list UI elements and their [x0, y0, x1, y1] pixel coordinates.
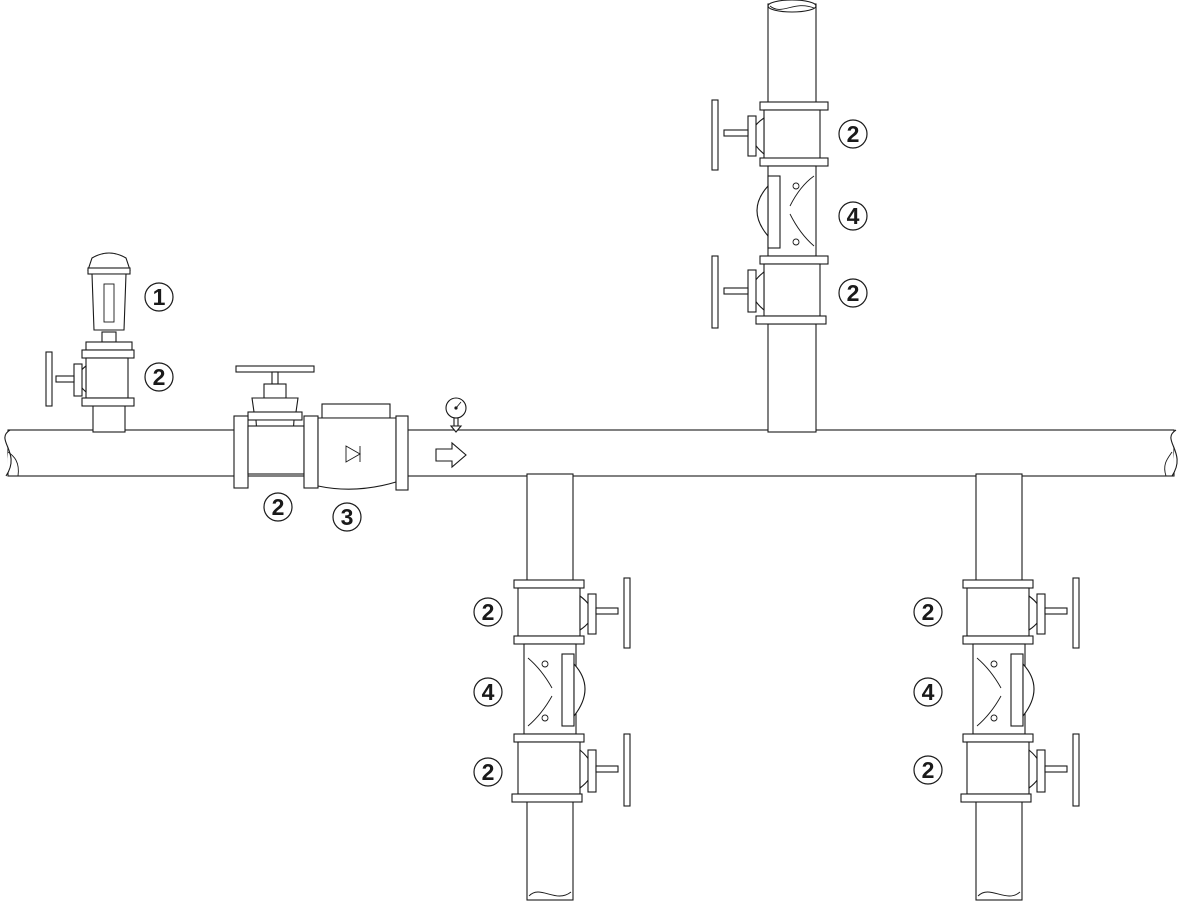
check-valve-icon [756, 165, 817, 257]
callout-label: 1 [153, 284, 166, 310]
callout-label: 2 [272, 494, 285, 520]
pressure-gauge-icon [445, 397, 467, 433]
branch-pipe-right [975, 473, 1023, 901]
callout-5: 2 [838, 119, 868, 149]
callout-label: 4 [922, 679, 935, 705]
main-pipe [4, 429, 1178, 477]
gate-valve-icon [513, 577, 631, 649]
gate-valve-icon [962, 577, 1080, 649]
branch-pipe-center [526, 473, 574, 901]
callout-2: 2 [144, 362, 174, 392]
callout-4: 3 [332, 502, 362, 532]
callout-label: 2 [922, 599, 935, 625]
gate-valve-icon [711, 255, 829, 329]
gate-valve-icon [233, 365, 319, 489]
gate-valve-icon [711, 99, 829, 171]
callout-3: 2 [263, 492, 293, 522]
vent-riser-pipe [92, 403, 126, 433]
callout-label: 2 [922, 757, 935, 783]
check-valve-icon [523, 643, 586, 735]
gate-valve-icon [45, 349, 135, 407]
callout-10: 2 [473, 757, 503, 787]
callout-1: 1 [144, 282, 174, 312]
riser-pipe-top [767, 0, 817, 433]
callout-12: 4 [913, 677, 943, 707]
callout-label: 4 [482, 679, 495, 705]
check-valve-icon [972, 643, 1035, 735]
callout-label: 2 [153, 364, 166, 390]
callout-6: 4 [838, 201, 868, 231]
air-vent-icon [85, 252, 133, 351]
gate-valve-icon [511, 733, 631, 807]
callout-label: 4 [847, 203, 860, 229]
flow-arrow-icon [435, 441, 467, 469]
callout-label: 2 [482, 759, 495, 785]
strainer-icon [317, 403, 409, 491]
callout-label: 2 [482, 599, 495, 625]
callout-13: 2 [913, 755, 943, 785]
callout-11: 2 [913, 597, 943, 627]
callout-7: 2 [838, 278, 868, 308]
callout-label: 2 [847, 121, 860, 147]
callout-9: 4 [473, 677, 503, 707]
callout-label: 3 [341, 504, 354, 530]
callout-8: 2 [473, 597, 503, 627]
gate-valve-icon [960, 733, 1080, 807]
callout-label: 2 [847, 280, 860, 306]
